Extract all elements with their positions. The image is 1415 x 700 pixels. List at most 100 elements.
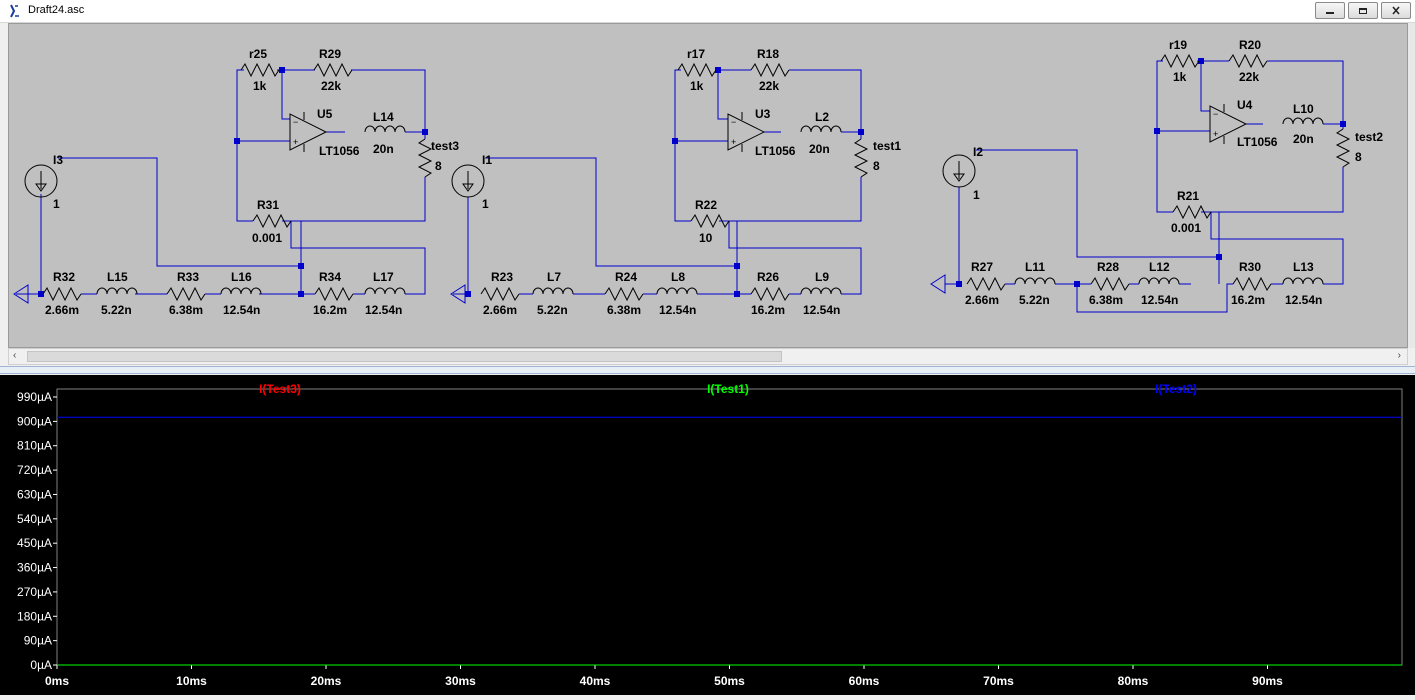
resistor-icon[interactable]	[1090, 277, 1130, 291]
resistor-icon[interactable]	[677, 63, 717, 77]
comp-value: 10	[699, 231, 713, 245]
window-title: Draft24.asc	[28, 4, 85, 16]
plot-legend[interactable]: I(Test3) I(Test1) I(Test2)	[259, 382, 1197, 396]
resistor-icon[interactable]	[1228, 54, 1268, 68]
y-tick-label: 270µA	[17, 585, 52, 599]
comp-label: L11	[1025, 260, 1045, 274]
inductor-icon[interactable]	[364, 287, 406, 295]
resistor-icon[interactable]	[966, 277, 1006, 291]
resistor-icon[interactable]	[1232, 277, 1272, 291]
y-tick-label: 0µA	[30, 658, 52, 672]
comp-label: R23	[491, 270, 513, 284]
resistor-icon[interactable]	[1160, 54, 1200, 68]
comp-label: L15	[107, 270, 128, 284]
plot-frame	[56, 388, 1403, 666]
resistor-icon[interactable]	[418, 138, 432, 178]
waveform-plot[interactable]: 0µA90µA180µA270µA360µA450µA540µA630µA720…	[0, 375, 1415, 695]
comp-label: L10	[1293, 102, 1314, 116]
resistor-icon[interactable]	[604, 287, 644, 301]
x-tick-label: 20ms	[311, 674, 342, 688]
x-tick-label: 30ms	[445, 674, 476, 688]
plot-traces	[57, 416, 1402, 666]
y-tick-label: 810µA	[17, 439, 52, 453]
inductor-icon[interactable]	[364, 125, 406, 133]
restore-button[interactable]	[1348, 2, 1378, 19]
resistor-icon[interactable]	[750, 63, 790, 77]
close-button[interactable]	[1381, 2, 1411, 19]
resistor-icon[interactable]	[166, 287, 206, 301]
comp-label: R26	[757, 270, 779, 284]
comp-label: U4	[1237, 98, 1253, 112]
comp-value: 0.001	[252, 231, 282, 245]
inductor-icon[interactable]	[1282, 117, 1324, 125]
close-icon	[1382, 3, 1410, 18]
comp-value: 2.66m	[965, 293, 999, 307]
comp-value: 16.2m	[751, 303, 785, 317]
comp-label: test2	[1355, 130, 1383, 144]
minimize-icon	[1316, 3, 1344, 18]
scrollbar-thumb[interactable]	[27, 351, 782, 362]
current-source-icon[interactable]	[24, 164, 58, 198]
inductor-icon[interactable]	[656, 287, 698, 295]
comp-value: 2.66m	[483, 303, 517, 317]
comp-label: R22	[695, 198, 717, 212]
comp-value: 1	[482, 197, 489, 211]
junction-dots	[38, 67, 428, 297]
inductor-icon[interactable]	[532, 287, 574, 295]
schematic-canvas[interactable]: − +	[9, 24, 1408, 348]
current-source-icon[interactable]	[942, 154, 976, 188]
resistor-icon[interactable]	[313, 63, 353, 77]
horizontal-scrollbar[interactable]: ‹ ›	[8, 348, 1408, 365]
comp-value: 1k	[690, 79, 704, 93]
minimize-button[interactable]	[1315, 2, 1345, 19]
pane-splitter[interactable]	[0, 366, 1415, 374]
comp-label: U3	[755, 107, 771, 121]
comp-label: L7	[547, 270, 561, 284]
legend-entry[interactable]: I(Test1)	[707, 382, 749, 396]
scroll-right-icon[interactable]: ›	[1397, 350, 1401, 361]
junction-dots	[956, 58, 1346, 287]
resistor-icon[interactable]	[750, 287, 790, 301]
scroll-left-icon[interactable]: ‹	[13, 350, 17, 361]
comp-label: R29	[319, 47, 341, 61]
resistor-icon[interactable]	[854, 138, 868, 178]
comp-label: L16	[231, 270, 252, 284]
resistor-icon[interactable]	[1336, 128, 1350, 168]
comp-value: 16.2m	[313, 303, 347, 317]
y-tick-label: 540µA	[17, 512, 52, 526]
inductor-icon[interactable]	[96, 287, 138, 295]
resistor-icon[interactable]	[314, 287, 354, 301]
vertical-scrollbar[interactable]	[1408, 23, 1415, 348]
comp-value: 22k	[759, 79, 779, 93]
resistor-icon[interactable]	[240, 63, 280, 77]
plot-axes: 0µA90µA180µA270µA360µA450µA540µA630µA720…	[17, 388, 1403, 688]
inductor-icon[interactable]	[220, 287, 262, 295]
comp-label: L9	[815, 270, 829, 284]
current-source-icon[interactable]	[451, 164, 485, 198]
schematic-editor[interactable]: − +	[8, 23, 1408, 348]
inductor-icon[interactable]	[1138, 277, 1180, 285]
inductor-icon[interactable]	[1014, 277, 1056, 285]
comp-label: R30	[1239, 260, 1261, 274]
x-tick-label: 60ms	[849, 674, 880, 688]
legend-entry[interactable]: I(Test3)	[259, 382, 301, 396]
comp-value: 1	[973, 188, 980, 202]
comp-value: 12.54n	[1285, 293, 1322, 307]
inductor-icon[interactable]	[800, 287, 842, 295]
comp-label: L13	[1293, 260, 1314, 274]
comp-value: 6.38m	[169, 303, 203, 317]
y-tick-label: 180µA	[17, 609, 52, 623]
comp-value: 22k	[1239, 70, 1259, 84]
comp-label: r25	[249, 47, 267, 61]
comp-label: I1	[482, 153, 492, 167]
y-tick-label: 360µA	[17, 561, 52, 575]
comp-label: I2	[973, 145, 983, 159]
inductor-icon[interactable]	[800, 125, 842, 133]
comp-label: test1	[873, 139, 901, 153]
inductor-icon[interactable]	[1282, 277, 1324, 285]
legend-entry[interactable]: I(Test2)	[1155, 382, 1197, 396]
x-tick-label: 50ms	[714, 674, 745, 688]
resistor-icon[interactable]	[480, 287, 520, 301]
resistor-icon[interactable]	[42, 287, 82, 301]
